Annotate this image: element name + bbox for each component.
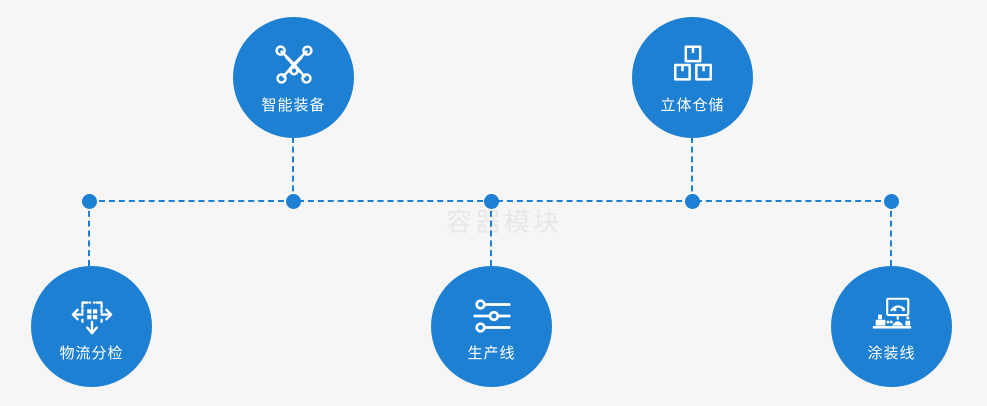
paint-machine-icon bbox=[869, 293, 915, 339]
node-production-line bbox=[484, 194, 499, 209]
sliders-icon bbox=[469, 293, 515, 339]
node-painting-line bbox=[884, 194, 899, 209]
connector-logistics-sorting bbox=[88, 201, 90, 266]
bubble-painting-line[interactable]: 涂装线 bbox=[831, 266, 952, 387]
node-warehouse bbox=[685, 194, 700, 209]
sorting-arrows-icon bbox=[69, 293, 115, 339]
connector-painting-line bbox=[890, 201, 892, 266]
bubble-label: 生产线 bbox=[467, 344, 516, 362]
node-logistics-sorting bbox=[82, 194, 97, 209]
bubble-label: 物流分检 bbox=[59, 344, 124, 362]
node-smart-equipment bbox=[286, 194, 301, 209]
bubble-label: 智能装备 bbox=[261, 97, 326, 114]
bubble-logistics-sorting[interactable]: 物流分检 bbox=[31, 266, 152, 387]
bubble-warehouse[interactable]: 立体仓储 bbox=[632, 17, 753, 138]
watermark-text: 容器模块 bbox=[446, 207, 563, 237]
connector-warehouse bbox=[691, 137, 693, 201]
connector-production-line bbox=[490, 201, 492, 266]
bubble-smart-equipment[interactable]: 智能装备 bbox=[233, 17, 354, 138]
bubble-label: 立体仓储 bbox=[660, 97, 725, 114]
connector-smart-equipment bbox=[292, 137, 294, 201]
bubble-production-line[interactable]: 生产线 bbox=[431, 266, 552, 387]
bubble-label: 涂装线 bbox=[867, 344, 916, 362]
network-nodes-icon bbox=[271, 42, 317, 88]
stacked-boxes-icon bbox=[670, 42, 716, 88]
